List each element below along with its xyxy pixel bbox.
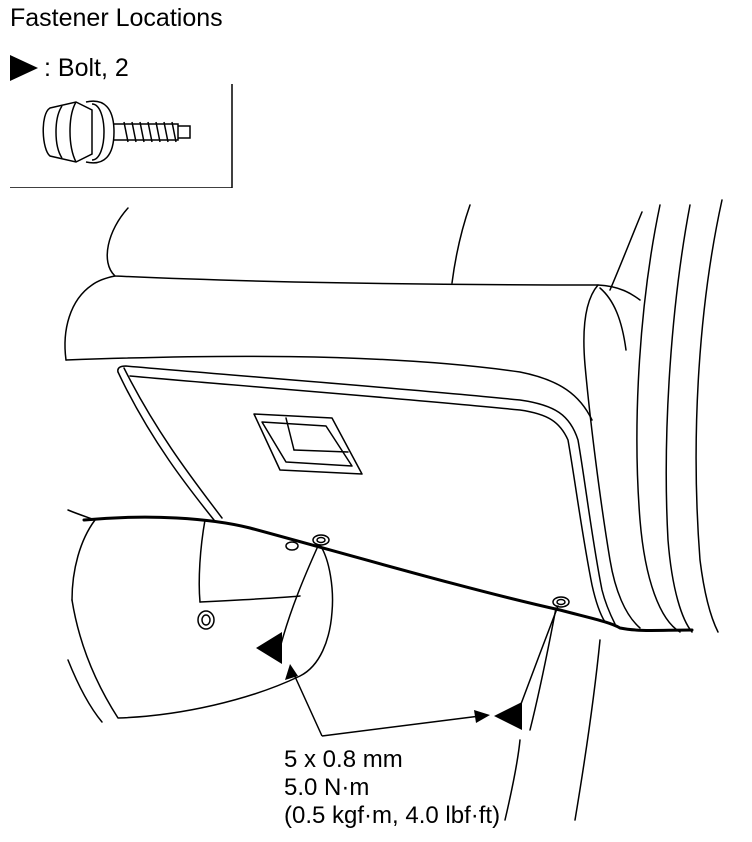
clip-hole-upper bbox=[285, 541, 299, 551]
legend: : Bolt, 2 bbox=[10, 52, 129, 84]
a-pillar-lines bbox=[636, 204, 681, 633]
callout-leader bbox=[291, 669, 481, 737]
torque-spec: 5 x 0.8 mm 5.0 N·m (0.5 kgf·m, 4.0 lbf·f… bbox=[284, 746, 500, 830]
bolt-flange bbox=[85, 100, 115, 164]
glove-box-door bbox=[117, 365, 616, 625]
bolt-shank bbox=[114, 123, 179, 141]
glove-box-handle bbox=[253, 413, 363, 475]
bolt-triangle-marker-icon bbox=[10, 55, 38, 81]
legend-label: : Bolt, 2 bbox=[44, 53, 129, 82]
dashboard-outline bbox=[106, 207, 641, 301]
torque-nm: 5.0 N·m bbox=[284, 774, 370, 801]
knee-bolster bbox=[67, 509, 96, 601]
dashboard-lower-surface bbox=[64, 275, 116, 361]
page-title: Fastener Locations bbox=[10, 4, 223, 32]
arrowhead-left bbox=[285, 664, 298, 680]
bolt-marker-right bbox=[494, 702, 522, 730]
bolt-hole-left bbox=[312, 534, 330, 546]
bolt-head bbox=[42, 101, 93, 163]
torque-alt-units: (0.5 kgf·m, 4.0 lbf·ft) bbox=[284, 802, 501, 829]
lower-dash-edge bbox=[82, 515, 694, 632]
bolt-illustration bbox=[10, 84, 233, 188]
bolt-size: 5 x 0.8 mm bbox=[284, 746, 403, 773]
bolt-hole-right bbox=[552, 596, 570, 608]
bolt-marker-left bbox=[256, 632, 282, 664]
arrowhead-right bbox=[474, 710, 490, 723]
clip-hole-lower bbox=[197, 610, 215, 630]
